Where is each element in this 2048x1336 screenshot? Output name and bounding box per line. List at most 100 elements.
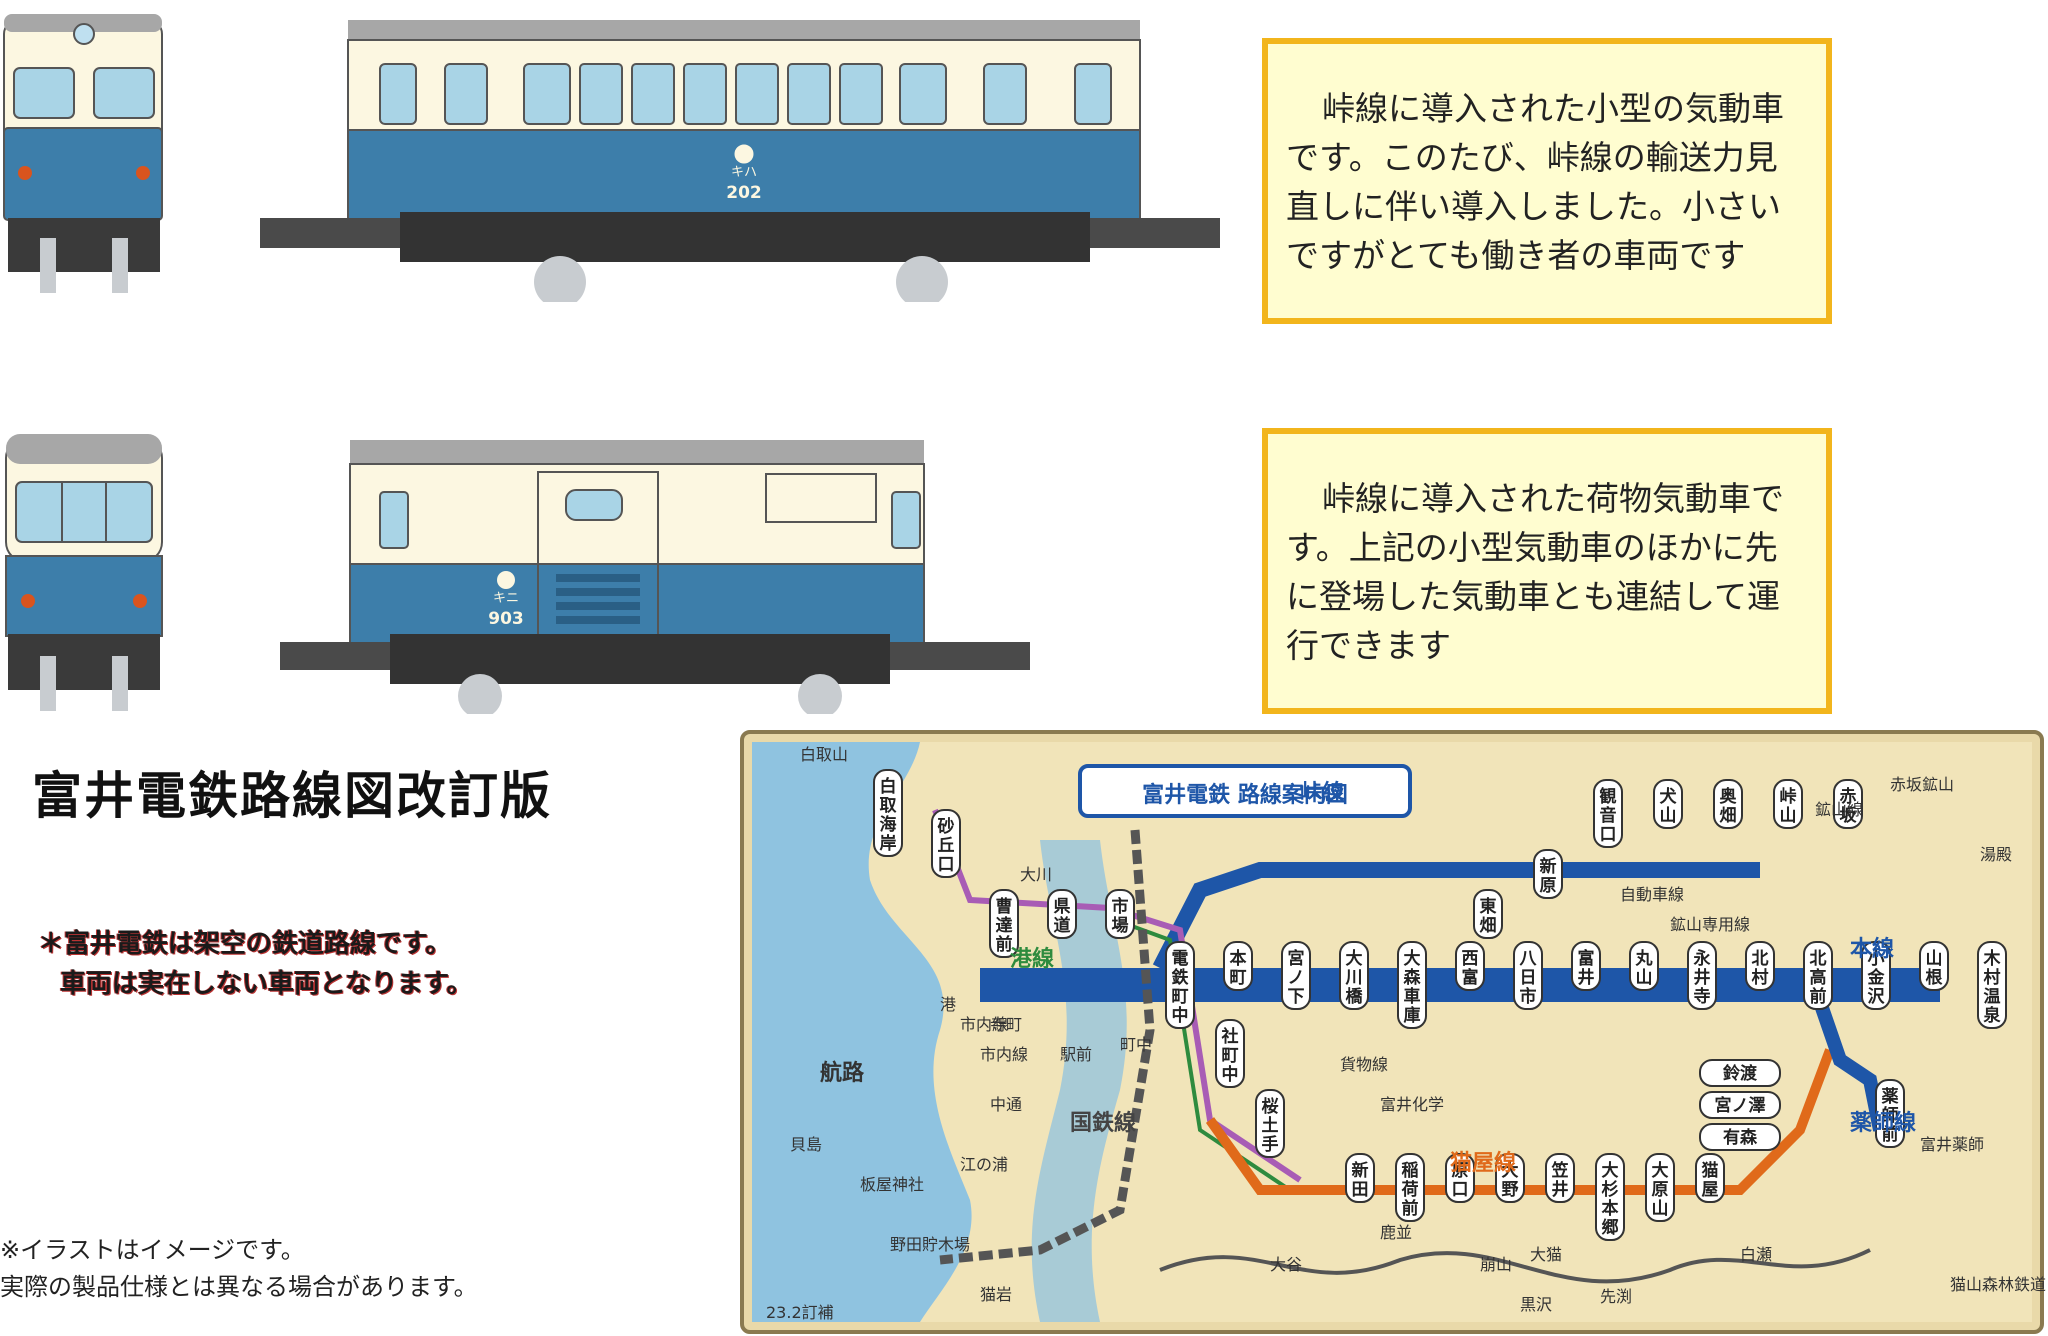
svg-text:海: 海: [880, 814, 897, 835]
station-hon-6: 八日市: [1513, 941, 1543, 1010]
svg-text:町: 町: [1222, 1046, 1239, 1066]
svg-text:鈴渡: 鈴渡: [1723, 1063, 1758, 1084]
railcar-caption-line-1: 峠線に導入された小型の気動車: [1322, 89, 1784, 128]
svg-text:口: 口: [938, 855, 955, 875]
svg-text:小: 小: [1868, 949, 1885, 969]
parcel-car-side-view: キニ 903: [280, 440, 1030, 714]
svg-text:西: 西: [1462, 949, 1479, 969]
svg-text:音: 音: [1600, 805, 1617, 826]
svg-text:砂: 砂: [938, 816, 955, 837]
svg-text:丸: 丸: [1635, 948, 1654, 969]
station-minato-1: 砂丘口: [931, 809, 961, 878]
svg-text:達: 達: [996, 916, 1013, 936]
label-nekoya-line: 猫屋線: [1450, 1150, 1516, 1176]
svg-text:森: 森: [1404, 967, 1422, 988]
svg-text:高: 高: [1810, 967, 1827, 988]
svg-text:車: 車: [1404, 986, 1421, 1007]
station-toge-1: 新原: [1533, 849, 1563, 899]
svg-text:白: 白: [880, 776, 897, 797]
station-toge-3: 犬山: [1653, 779, 1683, 829]
svg-text:山: 山: [1780, 806, 1797, 826]
svg-text:川: 川: [1345, 968, 1363, 988]
fiction-note-line-1: ＊富井電鉄は架空の鉄道路線です。: [38, 929, 452, 959]
station-hon-12: 小金沢: [1861, 941, 1891, 1010]
kokutetsu-line: [939, 829, 1155, 1265]
svg-text:畑: 畑: [1480, 916, 1497, 936]
label-toge-line: 峠線: [1300, 780, 1344, 806]
place-label-6: 市内線: [980, 1045, 1028, 1064]
station-hon-3: 大川橋: [1339, 941, 1369, 1010]
station-nekoya-1: 稲荷前: [1395, 1153, 1425, 1222]
place-label-10: 江の浦: [960, 1155, 1008, 1174]
svg-text:原: 原: [1540, 876, 1557, 896]
label-kokutetsu-line: 国鉄線: [1070, 1110, 1136, 1136]
label-yakushi-line: 薬師線: [1850, 1110, 1916, 1136]
svg-text:電: 電: [1172, 949, 1189, 969]
svg-text:曹: 曹: [996, 897, 1013, 917]
svg-text:岸: 岸: [880, 833, 897, 854]
station-hon-10: 北村: [1745, 941, 1775, 991]
svg-text:前: 前: [1402, 1198, 1419, 1219]
railcar-caption: 峠線に導入された小型の気動車 です。このたび、峠線の輸送力見 直しに伴い導入しま…: [1262, 38, 1832, 324]
svg-text:野: 野: [1502, 1180, 1519, 1200]
svg-text:前: 前: [1810, 986, 1827, 1007]
label-hon-line: 本線: [1850, 936, 1894, 962]
parcel-number: 903: [488, 609, 524, 629]
svg-text:泉: 泉: [1983, 1005, 2002, 1026]
svg-text:大: 大: [1652, 1160, 1669, 1181]
svg-text:大: 大: [1502, 1160, 1519, 1181]
place-label-7: 駅前: [1060, 1045, 1092, 1064]
svg-text:宮ノ澤: 宮ノ澤: [1715, 1095, 1766, 1116]
svg-text:郷: 郷: [1602, 1217, 1619, 1238]
svg-text:永: 永: [1693, 948, 1711, 969]
place-label-14: 板屋神社: [860, 1175, 924, 1194]
railcar-caption-line-3: 直しに伴い導入しました。小さい: [1286, 187, 1781, 226]
station-toge-2: 観音口: [1593, 779, 1623, 848]
svg-text:社: 社: [1221, 1026, 1239, 1047]
svg-text:北: 北: [1752, 949, 1769, 969]
place-label-19: 崩山: [1480, 1255, 1512, 1274]
station-toge-4: 奥畑: [1713, 779, 1743, 829]
svg-text:屋: 屋: [1702, 1180, 1719, 1200]
station-hon-7: 富井: [1571, 941, 1601, 991]
svg-text:山: 山: [1660, 806, 1677, 826]
svg-text:村: 村: [1752, 967, 1769, 988]
station-nekoya-7: 猫屋: [1695, 1153, 1725, 1203]
railcar-number: 202: [726, 183, 762, 203]
station-nekoya-3: 大野: [1495, 1153, 1525, 1203]
place-label-23: 白瀬: [1740, 1245, 1772, 1264]
label-jidosha-line: 自動車線: [1620, 885, 1684, 904]
station-hon-2: 宮ノ下: [1281, 941, 1311, 1010]
svg-text:新: 新: [1352, 1160, 1369, 1181]
parcel-caption-line-3: に登場した気動車とも連結して運: [1286, 577, 1781, 616]
map-header: 富井電鉄 路線案内図: [1142, 782, 1348, 808]
svg-text:前: 前: [996, 934, 1013, 955]
parcel-caption-line-1: 峠線に導入された荷物気動車で: [1322, 479, 1784, 518]
label-koro: 航路: [820, 1060, 865, 1086]
station-toge-0: 東畑: [1473, 889, 1503, 939]
place-label-15: 富井化学: [1380, 1095, 1444, 1114]
railcar-caption-line-4: ですがとても働き者の車両です: [1286, 236, 1746, 275]
svg-text:土: 土: [1262, 1115, 1279, 1136]
svg-text:富: 富: [1462, 967, 1479, 988]
station-nekoya-2: 原口: [1445, 1153, 1475, 1203]
place-label-24: 猫山森林鉄道: [1950, 1275, 2046, 1294]
fiction-note-line-2: 車両は実在しない車両となります。: [60, 969, 473, 999]
svg-text:桜: 桜: [1262, 1096, 1279, 1117]
svg-text:宮: 宮: [1288, 948, 1305, 969]
place-label-9: 中通: [990, 1095, 1022, 1114]
svg-text:ノ: ノ: [1288, 968, 1305, 988]
place-label-2: 湯殿: [1980, 845, 2012, 864]
svg-text:手: 手: [1262, 1134, 1279, 1155]
parcel-car-caption: 峠線に導入された荷物気動車で す。上記の小型気動車のほかに先 に登場した気動車と…: [1262, 428, 1832, 714]
fiction-note: ＊富井電鉄は架空の鉄道路線です。 車両は実在しない車両となります。: [38, 924, 473, 1004]
svg-text:下: 下: [1288, 987, 1305, 1007]
svg-text:寺: 寺: [1694, 986, 1711, 1007]
svg-text:大: 大: [1404, 948, 1421, 969]
svg-text:市: 市: [1520, 986, 1537, 1007]
svg-text:金: 金: [1867, 967, 1886, 988]
label-kozan-senyo-line: 鉱山専用線: [1670, 915, 1750, 934]
